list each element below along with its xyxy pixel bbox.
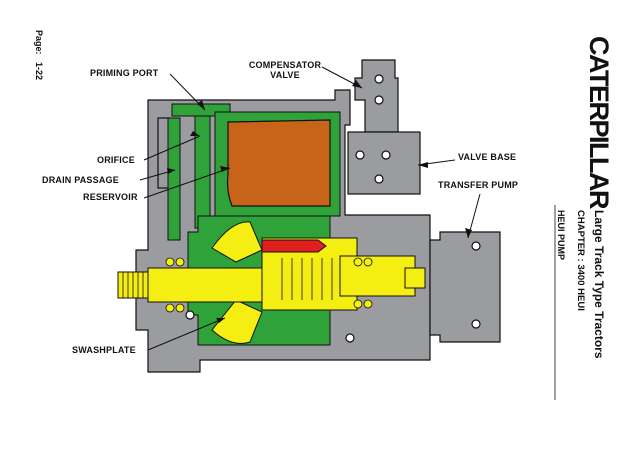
orifice-label: ORIFICE (97, 155, 135, 165)
reservoir-leader (143, 167, 231, 199)
check-valve (339, 255, 416, 297)
reservoir (226, 119, 331, 207)
swashplate-upper (211, 221, 263, 263)
reservoir-label: RESERVOIR (83, 192, 138, 202)
swashplate-lower (211, 299, 263, 344)
swashplate-leader (147, 317, 226, 351)
compensator-valve-body (354, 59, 399, 133)
bearings (165, 257, 373, 313)
compensator-label-line1: COMPENSATOR (248, 60, 322, 70)
compensator-label-line2: VALVE (270, 70, 300, 80)
compensator-valve-label: COMPENSATOR VALVE (240, 60, 330, 80)
drain-passage (167, 117, 181, 241)
page-indicator: Page: 1-22 (34, 30, 44, 80)
priming-port-label: PRIMING PORT (90, 68, 159, 78)
swashplate-label: SWASHPLATE (72, 345, 136, 355)
leader-arrowheads (167, 80, 472, 323)
drain-passage-label: DRAIN PASSAGE (42, 175, 119, 185)
caterpillar-logo: CATERPILLAR (584, 36, 614, 208)
header-title: Large Track Type Tractors (592, 210, 606, 359)
header-subject: HEUI PUMP (556, 210, 566, 261)
valve-base-label: VALVE BASE (458, 152, 517, 162)
pressure-piston (261, 239, 327, 253)
orifice-passage (194, 111, 211, 229)
page-label: Page: (34, 30, 44, 55)
header-chapter: CHAPTER : 3400 HEUI (575, 210, 586, 311)
bolt-holes (185, 74, 481, 343)
piston-rings (281, 258, 333, 300)
outlet-port (404, 267, 426, 289)
spline-teeth (122, 272, 144, 298)
transfer-pump-label: TRANSFER PUMP (438, 180, 519, 190)
page-number: 1-22 (34, 62, 44, 81)
valve-base-block (347, 131, 421, 195)
orifice-leader (143, 135, 201, 161)
transfer-pump-body (429, 231, 501, 343)
